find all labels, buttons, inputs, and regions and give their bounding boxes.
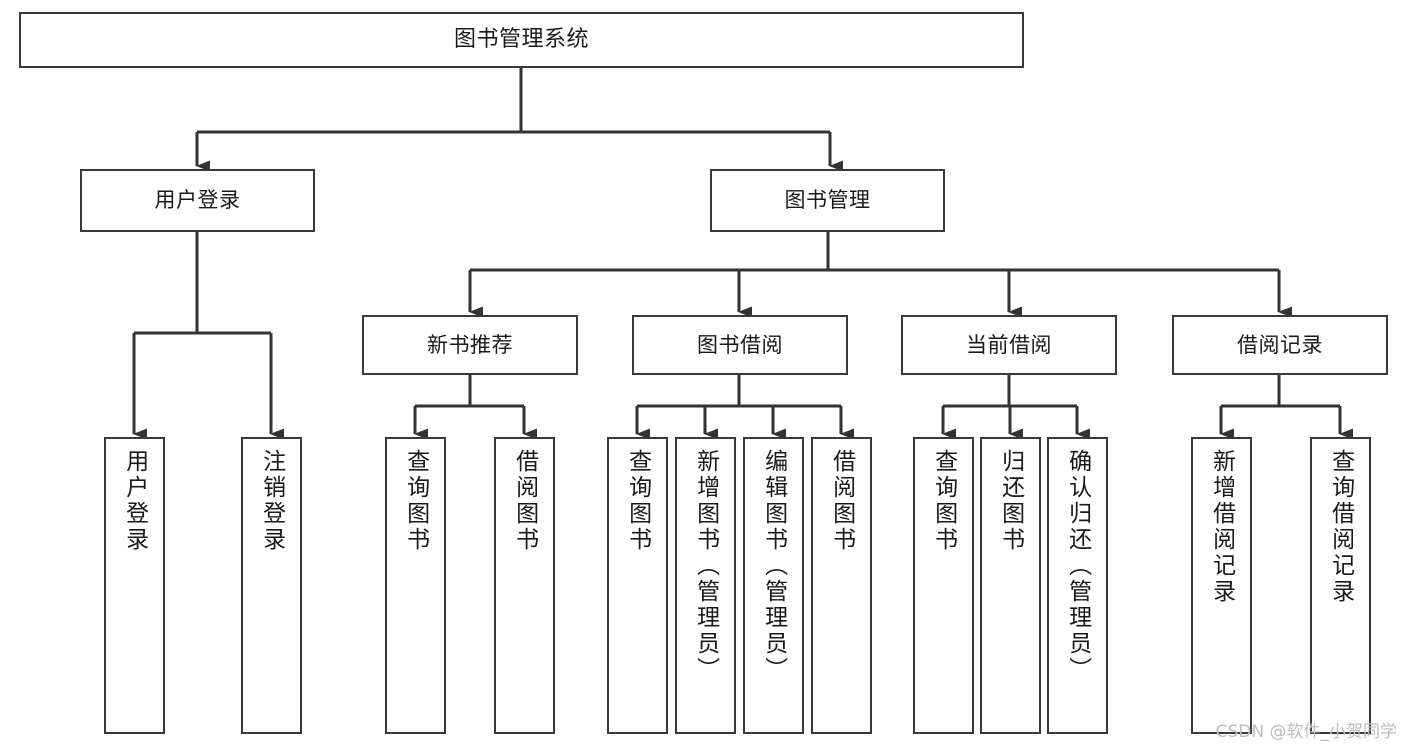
- node-book-borrow[interactable]: 图书借阅: [632, 315, 848, 375]
- node-label: 新书推荐: [427, 332, 513, 357]
- leaf-query-book-current[interactable]: 查询图书: [913, 437, 974, 734]
- leaf-query-book-recommend[interactable]: 查询图书: [385, 437, 446, 734]
- node-user-login[interactable]: 用户登录: [80, 169, 315, 232]
- leaf-edit-book-admin[interactable]: 编辑图书（管理员）: [743, 437, 804, 734]
- node-label: 借阅图书: [511, 449, 538, 553]
- leaf-confirm-return-admin[interactable]: 确认归还（管理员）: [1047, 437, 1108, 734]
- node-root-system[interactable]: 图书管理系统: [19, 12, 1024, 68]
- leaf-query-borrow-record[interactable]: 查询借阅记录: [1310, 437, 1371, 734]
- node-label: 查询图书: [930, 449, 957, 553]
- node-label: 注销登录: [258, 449, 285, 553]
- node-label: 新增借阅记录: [1208, 449, 1235, 605]
- node-new-book-recommend[interactable]: 新书推荐: [362, 315, 578, 375]
- leaf-add-book-admin[interactable]: 新增图书（管理员）: [675, 437, 736, 734]
- leaf-user-login[interactable]: 用户登录: [104, 437, 165, 734]
- node-label: 编辑图书（管理员）: [760, 449, 787, 683]
- node-book-manage[interactable]: 图书管理: [710, 169, 945, 232]
- leaf-logout[interactable]: 注销登录: [241, 437, 302, 734]
- node-label: 借阅记录: [1237, 332, 1323, 357]
- node-label: 图书管理系统: [453, 26, 589, 52]
- node-label: 查询图书: [624, 449, 651, 553]
- leaf-return-book[interactable]: 归还图书: [980, 437, 1041, 734]
- node-label: 借阅图书: [828, 449, 855, 553]
- node-borrow-record[interactable]: 借阅记录: [1172, 315, 1388, 375]
- node-label: 用户登录: [121, 449, 148, 553]
- node-label: 当前借阅: [966, 332, 1052, 357]
- leaf-query-book-borrow[interactable]: 查询图书: [607, 437, 668, 734]
- leaf-borrow-book[interactable]: 借阅图书: [811, 437, 872, 734]
- node-current-borrow[interactable]: 当前借阅: [901, 315, 1117, 375]
- node-label: 图书管理: [784, 188, 871, 213]
- watermark-text: CSDN @软件_小贺同学: [1215, 722, 1397, 742]
- node-label: 查询图书: [402, 449, 429, 553]
- node-label: 新增图书（管理员）: [692, 449, 719, 683]
- node-label: 用户登录: [154, 188, 241, 213]
- leaf-borrow-book-recommend[interactable]: 借阅图书: [494, 437, 555, 734]
- node-label: 查询借阅记录: [1327, 449, 1354, 605]
- node-label: 图书借阅: [697, 332, 783, 357]
- node-label: 归还图书: [997, 449, 1024, 553]
- node-label: 确认归还（管理员）: [1064, 449, 1091, 683]
- leaf-add-borrow-record[interactable]: 新增借阅记录: [1191, 437, 1252, 734]
